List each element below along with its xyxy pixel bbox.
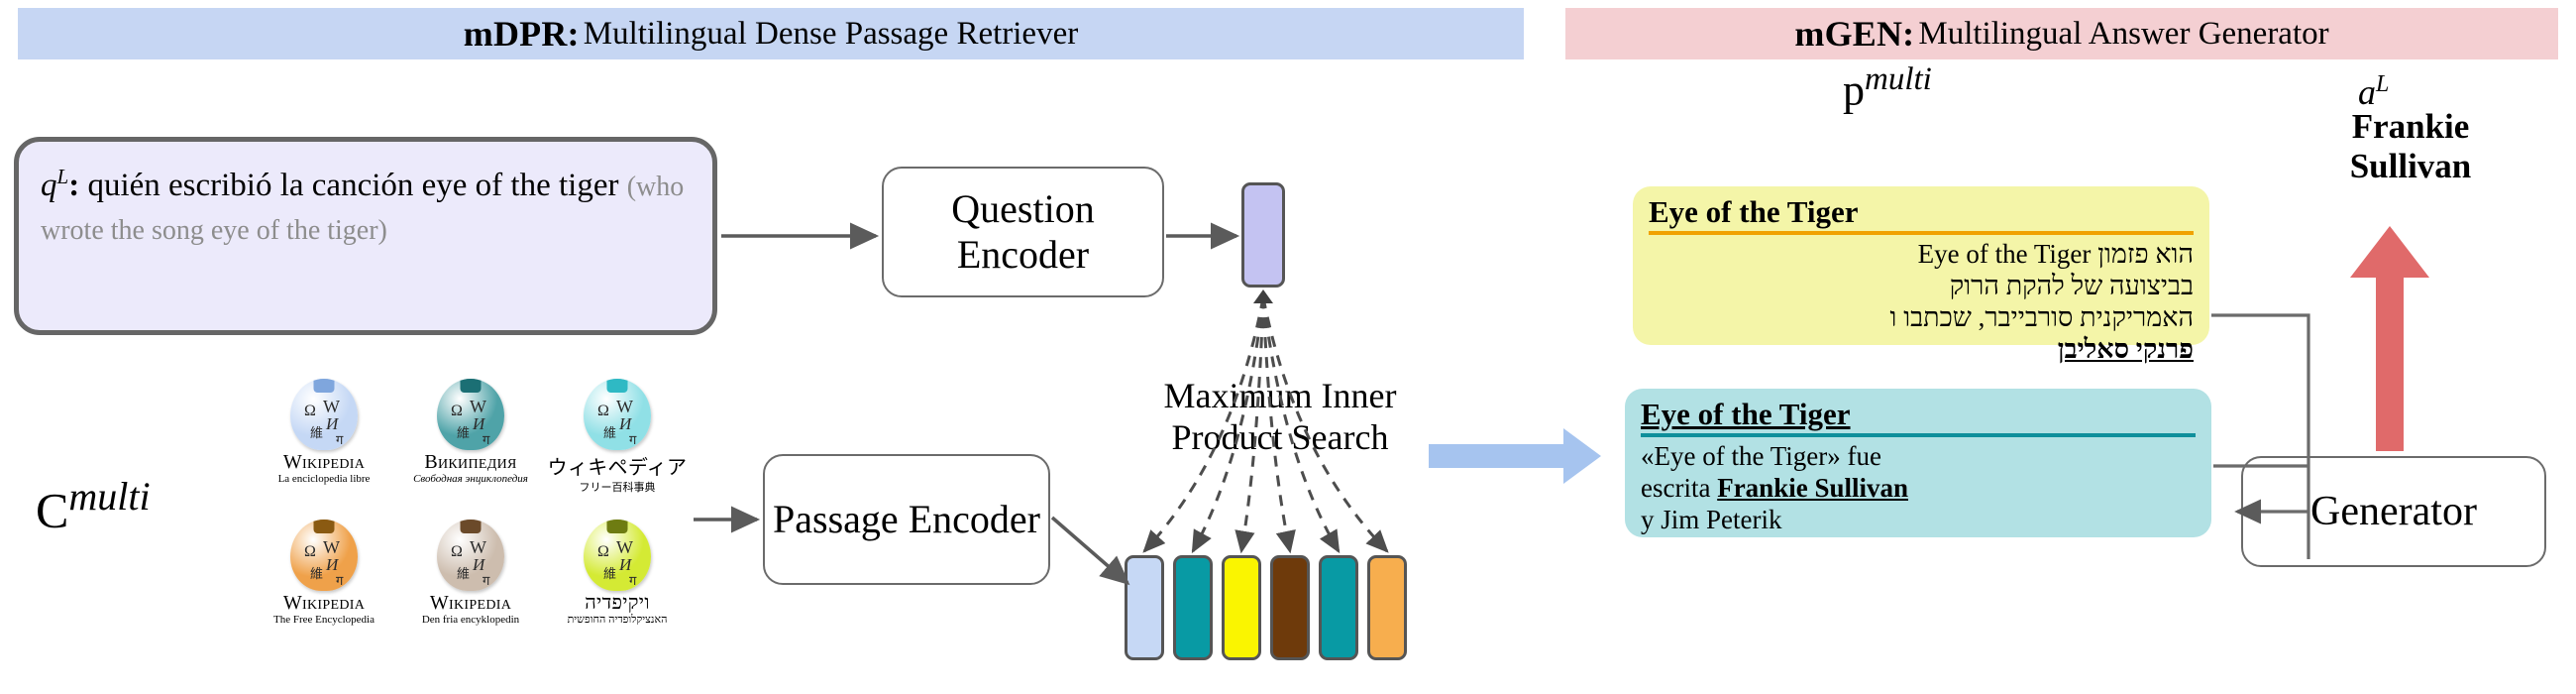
wikipedia-tagline: האנציקלופדיה החופשית — [567, 614, 668, 626]
wikipedia-tagline: Den fria encyklopedin — [421, 614, 520, 626]
generator-label: Generator — [2310, 489, 2477, 534]
passage-encoder-node: Passage Encoder — [763, 454, 1050, 585]
passage-spanish-answer-highlight: Frankie Sullivan — [1717, 473, 1908, 503]
question-encoder-node: Question Encoder — [882, 167, 1164, 297]
passage-hebrew-line3: האמריקנית סורבייבר, שכתבו ו — [1889, 302, 2194, 332]
passage-hebrew-line1: הוא פזמון Eye of the Tiger — [1649, 238, 2194, 270]
wikipedia-wordmark: ウィキペディア — [547, 457, 688, 479]
passage-spanish-line3: y Jim Peterik — [1641, 505, 1782, 534]
wikipedia-tagline: The Free Encyclopedia — [272, 614, 375, 626]
mips-result-arrow — [1429, 428, 1601, 484]
p-symbol-superscript: multi — [1865, 61, 1932, 97]
answer-symbol: aL — [2358, 71, 2389, 113]
mdpr-abbrev: mDPR: — [463, 14, 580, 54]
generator-node: Generator — [2241, 456, 2546, 567]
passage-hebrew-title: Eye of the Tiger — [1649, 194, 1859, 229]
answer-arrow — [2350, 226, 2429, 451]
passage-hebrew-line2: בביצועה של להקת הרוק — [1949, 271, 2194, 300]
mdpr-title: Multilingual Dense Passage Retriever — [583, 15, 1079, 52]
wikipedia-wordmark: Википедия — [424, 451, 517, 473]
passage-vector-3 — [1222, 555, 1261, 660]
passage-vector-6 — [1367, 555, 1407, 660]
passage-hebrew-line1-ltr: Eye of the Tiger — [1917, 239, 2092, 269]
mips-label: Maximum Inner Product Search — [1163, 376, 1397, 457]
wikipedia-wordmark: Wikipedia — [282, 451, 366, 473]
corpus-symbol: Cmulti — [36, 473, 151, 539]
mips-dashed-arrows — [1253, 289, 1273, 303]
corpus-symbol-base: C — [36, 482, 69, 538]
passage-hebrew-rule — [1649, 231, 2194, 235]
passage-hebrew-line1-rtl: הוא פזמון — [2097, 239, 2194, 269]
passage-vector-5 — [1319, 555, 1358, 660]
answer-symbol-superscript: L — [2376, 71, 2390, 97]
query-colon: : — [68, 168, 80, 203]
query-symbol: q — [41, 168, 57, 203]
passage-spanish-title: Eye of the Tiger — [1641, 397, 1851, 431]
final-answer-line1: Frankie — [2351, 107, 2470, 146]
passage-spanish-line2-prefix: escrita — [1641, 473, 1718, 503]
passage-hebrew-answer-highlight: פרנקי סאליבן — [2057, 334, 2194, 364]
corpus-symbol-superscript: multi — [68, 474, 151, 519]
wikipedia-tagline: La enciclopedia libre — [277, 473, 371, 485]
wikipedia-wordmark: Wikipedia — [282, 592, 366, 614]
answer-symbol-base: a — [2358, 72, 2376, 112]
retrieved-passage-spanish: Eye of the Tiger «Eye of the Tiger» fue … — [1625, 389, 2211, 537]
arrow-passage-encoder-to-vectors — [1050, 516, 1130, 586]
query-question: quién escribió la canción eye of the tig… — [79, 168, 619, 203]
header-banner-mgen: mGEN: Multilingual Answer Generator — [1565, 8, 2558, 59]
mgen-title: Multilingual Answer Generator — [1918, 15, 2329, 52]
query-symbol-superscript: L — [56, 165, 69, 188]
query-text: qL: quién escribió la canción eye of the… — [41, 156, 693, 252]
mgen-abbrev: mGEN: — [1794, 14, 1915, 54]
wikipedia-wordmark: Wikipedia — [429, 592, 512, 614]
passage-spanish-line1: «Eye of the Tiger» fue — [1641, 441, 1881, 471]
final-answer-line2: Sullivan — [2349, 147, 2472, 185]
passage-embedding-vectors — [1125, 555, 1407, 660]
retrieved-passage-hebrew: Eye of the Tiger הוא פזמון Eye of the Ti… — [1633, 186, 2209, 364]
wikipedia-tagline: Свободная энциклопедия — [413, 473, 528, 485]
mips-apex-arrowhead — [1253, 289, 1273, 303]
passage-vector-2 — [1173, 555, 1213, 660]
passage-vector-4 — [1270, 555, 1310, 660]
p-symbol-base: p — [1843, 65, 1865, 115]
query-gloss: (who wrote the song eye of the tiger) — [41, 172, 685, 246]
passage-spanish-line2: escrita Frankie Sullivan — [1641, 472, 2196, 504]
header-banner-mdpr: mDPR: Multilingual Dense Passage Retriev… — [18, 8, 1524, 59]
query-box: qL: quién escribió la canción eye of the… — [14, 137, 717, 335]
question-encoder-label: Question Encoder — [951, 186, 1095, 277]
retrieved-passages-symbol: pmulti — [1843, 61, 1932, 116]
query-embedding-vector — [1241, 182, 1285, 288]
wikipedia-wordmark: ויקיפדיה — [585, 592, 650, 614]
final-answer-text: Frankie Sullivan — [2297, 107, 2524, 186]
passage-spanish-rule — [1641, 433, 2196, 437]
passage-encoder-label: Passage Encoder — [773, 497, 1040, 541]
wikipedia-tagline: フリー百科事典 — [579, 482, 656, 494]
passage-vector-1 — [1125, 555, 1164, 660]
